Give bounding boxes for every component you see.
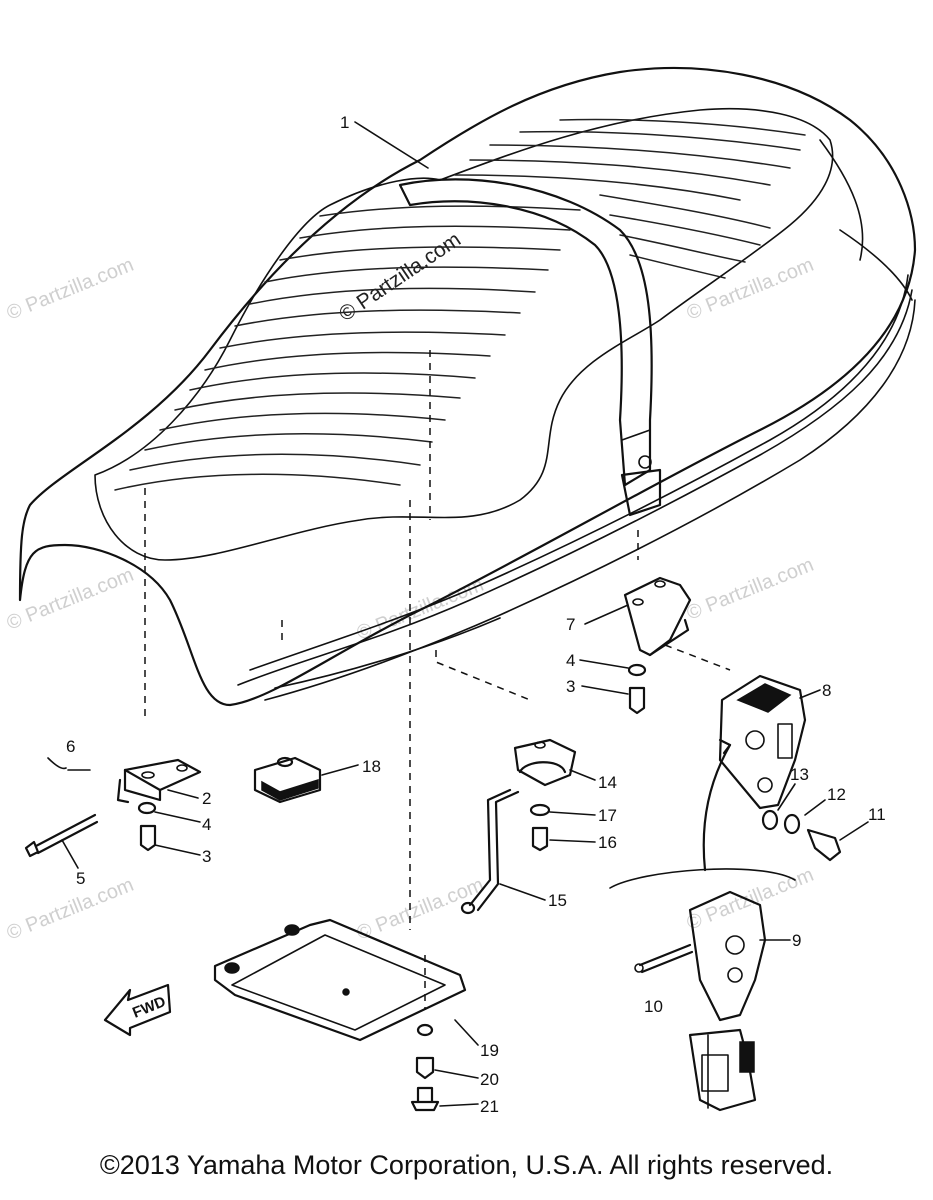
callout-17: 17: [598, 806, 617, 825]
callout-7: 7: [566, 615, 575, 634]
seat-pleats: [114, 118, 806, 491]
callout-6: 6: [66, 737, 75, 756]
callout-13: 13: [790, 765, 809, 784]
copyright-notice: ©2013 Yamaha Motor Corporation, U.S.A. A…: [99, 1150, 834, 1180]
callout-1: 1: [340, 113, 349, 132]
part-7-bracket: [623, 576, 692, 657]
watermark: © Partzilla.com: [4, 874, 137, 945]
watermark: © Partzilla.com: [684, 554, 817, 625]
seat-strap: [398, 178, 662, 517]
callout-3b: 3: [566, 677, 575, 696]
part-6-pin: [47, 757, 67, 770]
part-2-bracket: [123, 758, 202, 792]
seat-assembly: 1 © Partzilla.com: [18, 67, 917, 707]
callout-14: 14: [598, 773, 617, 792]
callout-15: 15: [548, 891, 567, 910]
part-13-washer: [761, 809, 779, 831]
fwd-arrow: FWD: [103, 983, 172, 1037]
part-14-bracket: [513, 738, 577, 787]
part-19-tray-group: 19 20 21: [213, 918, 499, 1116]
part-8-lock: [718, 674, 807, 810]
callout-16: 16: [598, 833, 617, 852]
main-watermark: © Partzilla.com: [335, 228, 465, 326]
seat-lock-group: 8 13 12 11: [609, 674, 886, 889]
watermark: © Partzilla.com: [684, 864, 817, 935]
callout-3: 3: [202, 847, 211, 866]
callout-11: 11: [868, 805, 886, 824]
front-bracket-group: 2 4 3 5 6: [24, 737, 211, 888]
seat-exploded-diagram: © Partzilla.com © Partzilla.com © Partzi…: [4, 67, 917, 1116]
callout-20: 20: [480, 1070, 499, 1089]
callout-2: 2: [202, 789, 211, 808]
rear-bracket-group: 7 4 3: [566, 576, 692, 715]
part-20-nut: [415, 1056, 435, 1080]
center-bracket-group: 14 17 16 15: [460, 738, 617, 915]
part-12-washer: [783, 813, 801, 835]
part-11-bolt: [806, 828, 842, 862]
callout-18: 18: [362, 757, 381, 776]
alt-bracket-group: 9 10: [634, 890, 801, 1112]
callout-4: 4: [202, 815, 211, 834]
part-4-washer: [137, 801, 157, 815]
callout-5: 5: [76, 869, 85, 888]
callout-19: 19: [480, 1041, 499, 1060]
part-3-bolt: [139, 824, 157, 852]
callout-9: 9: [792, 931, 801, 950]
part-15-rod: [468, 788, 520, 912]
part-9-bracket: [688, 890, 767, 1022]
callout-10: 10: [644, 997, 663, 1016]
part-17-washer: [529, 803, 551, 817]
assembly-guide-lines: [144, 350, 731, 1010]
watermark: © Partzilla.com: [354, 874, 487, 945]
callout-4b: 4: [566, 651, 575, 670]
part-18-damper-group: 18: [253, 756, 381, 804]
callout-21: 21: [480, 1097, 499, 1116]
part-21-rivet: [410, 1086, 440, 1112]
lock-assembly-detail: [688, 1028, 757, 1112]
watermark: © Partzilla.com: [4, 254, 137, 325]
part-5-bolt-head: [24, 840, 40, 858]
callout-8: 8: [822, 681, 831, 700]
callout-12: 12: [827, 785, 846, 804]
part-16-bolt: [531, 826, 549, 852]
part-10-pin: [638, 943, 694, 974]
